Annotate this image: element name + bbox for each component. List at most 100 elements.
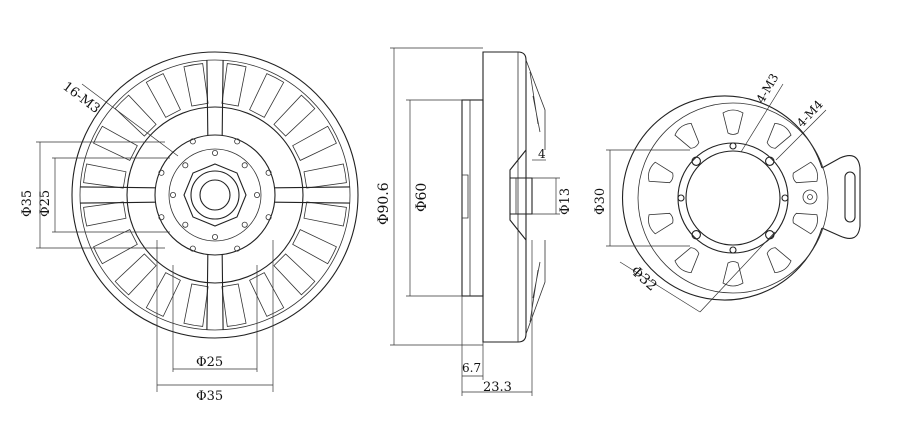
front-spoke: [206, 60, 224, 136]
back-vent-slot: [792, 212, 818, 235]
dim-phi35-vertical: Φ35: [20, 190, 35, 217]
front-shaft-outer: [190, 170, 240, 220]
front-mount-hole: [189, 245, 196, 252]
front-cooling-slot: [145, 272, 181, 317]
back-m4-hole: [765, 230, 775, 240]
front-cooling-slot: [249, 272, 285, 317]
front-cooling-slot: [114, 253, 157, 296]
dim-line-phi32: [699, 231, 776, 313]
back-outer-body: [622, 95, 823, 301]
front-mount-hole: [234, 245, 241, 252]
back-m4-hole: [691, 156, 701, 166]
front-mount-hole: [241, 221, 248, 228]
back-cable-tab: [821, 155, 861, 239]
back-vent-slot: [722, 261, 744, 287]
front-spoke: [274, 186, 350, 204]
back-m3-hole: [781, 194, 789, 202]
back-vent-slots: [648, 109, 818, 287]
front-shaft-bore: [199, 179, 231, 211]
back-vent-slot: [766, 122, 792, 149]
front-mount-hole: [211, 149, 218, 156]
back-vent-slot: [722, 109, 744, 135]
front-hub-ring: [154, 134, 276, 256]
front-cooling-slot: [273, 94, 316, 137]
back-tab-hole-center: [807, 194, 813, 200]
side-vent-detail: [529, 71, 541, 323]
dim-phi25-horizontal: Φ25: [196, 355, 223, 370]
front-mount-holes: [158, 138, 272, 252]
hole-leader-line: [81, 83, 179, 157]
dim-phi90-6: Φ90.6: [376, 182, 392, 225]
front-cooling-slot: [221, 63, 247, 107]
dim-line-phi32: [619, 261, 701, 313]
front-view: 16-M3 Φ25 Φ35 Φ35 Φ25: [20, 51, 359, 404]
front-spoke: [206, 254, 224, 330]
hole-count-label: 16-M3: [60, 79, 103, 117]
side-view: Φ90.6 Φ60 Φ13 4 6.7 23.3: [376, 47, 573, 396]
front-cooling-slot: [145, 73, 181, 118]
front-spokes: [80, 60, 350, 330]
side-hub-cone: [509, 149, 527, 241]
front-mount-hole: [253, 191, 260, 198]
dim-phi13: Φ13: [558, 188, 573, 215]
back-m3-hole: [677, 194, 685, 202]
front-center-nut: [183, 163, 247, 227]
front-cooling-slots: [83, 63, 347, 327]
back-bore: [685, 150, 781, 246]
m3-leader-line: [740, 83, 784, 153]
dim-phi60: Φ60: [414, 183, 430, 212]
front-mount-hole: [265, 169, 272, 176]
back-vent-slot: [792, 161, 818, 184]
back-m3-hole: [729, 246, 737, 254]
front-mount-hole: [182, 162, 189, 169]
front-mount-hole: [211, 233, 218, 240]
front-mount-hole: [189, 138, 196, 145]
side-vent-line: [525, 59, 546, 150]
front-mount-hole: [182, 221, 189, 228]
front-cooling-slot: [303, 163, 347, 189]
side-can-body: [482, 51, 527, 343]
front-outer-rim: [71, 51, 359, 339]
front-cooling-slot: [93, 125, 138, 161]
front-cooling-slot: [114, 94, 157, 137]
back-vent-slot: [674, 247, 700, 274]
front-mount-hole: [158, 214, 165, 221]
side-flange: [461, 99, 484, 297]
back-view: Φ30 Φ32 4-M3 4-M4: [593, 71, 861, 313]
front-cooling-slot: [83, 201, 127, 227]
dim-23-3: 23.3: [483, 380, 512, 395]
front-mount-hole: [234, 138, 241, 145]
back-bore-ring: [677, 142, 789, 254]
back-vent-slot: [674, 122, 700, 149]
dim-phi30: Φ30: [593, 188, 608, 215]
front-mount-hole: [241, 162, 248, 169]
front-cooling-slot: [183, 283, 209, 327]
front-cooling-slot: [292, 125, 337, 161]
back-m3-hole: [729, 142, 737, 150]
dim-phi32: Φ32: [627, 263, 659, 294]
back-vent-slot: [648, 212, 674, 235]
front-cooling-slot: [183, 63, 209, 107]
back-mount-holes: [677, 142, 789, 254]
front-hub-ring-outer: [126, 106, 304, 284]
front-inner-rim: [79, 59, 351, 331]
front-cooling-slot: [303, 201, 347, 227]
back-m4-hole: [765, 156, 775, 166]
front-mount-hole: [158, 169, 165, 176]
front-bolt-circle: [168, 148, 262, 242]
dim-6-7: 6.7: [462, 361, 481, 375]
front-cooling-slot: [249, 73, 285, 118]
back-vent-slot: [766, 247, 792, 274]
back-m4-hole: [691, 230, 701, 240]
m4-leader-line: [775, 109, 827, 161]
side-hub: [510, 177, 533, 215]
dim-phi25-vertical: Φ25: [38, 190, 53, 217]
front-spoke: [80, 186, 156, 204]
back-tab-slot: [844, 171, 856, 223]
front-cooling-slot: [83, 163, 127, 189]
front-mount-hole: [265, 214, 272, 221]
side-flange-step: [462, 174, 469, 219]
dim-4: 4: [538, 147, 546, 161]
